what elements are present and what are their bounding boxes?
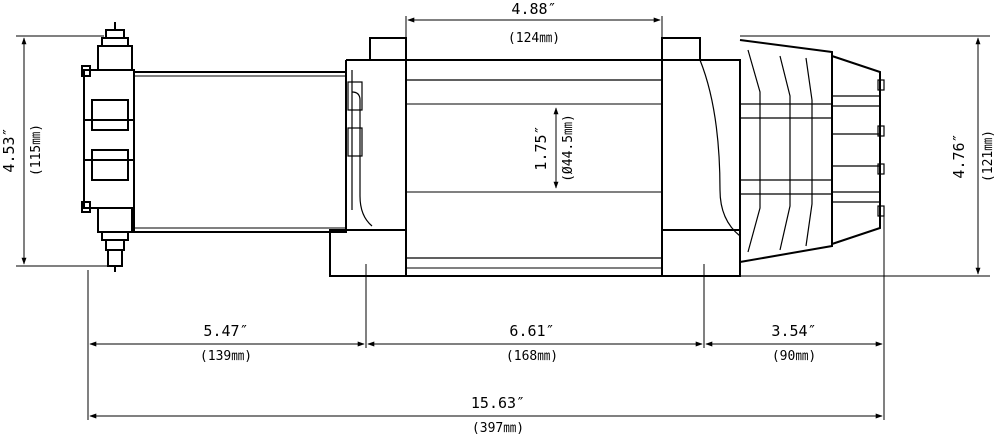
drum-length-metric: (124㎜) <box>508 31 560 46</box>
dimension-lines <box>16 16 990 420</box>
right-end-bracket <box>661 37 741 277</box>
foot-spacing-metric: (168㎜) <box>506 349 558 364</box>
overall-length-metric: (397㎜) <box>472 421 524 436</box>
drum-length-inch: 4.88″ <box>511 0 556 18</box>
left-bolt-assembly <box>81 22 135 272</box>
motor-housing <box>133 71 347 233</box>
motor-to-foot-metric: (139㎜) <box>200 349 252 364</box>
motor-to-foot-inch: 5.47″ <box>203 322 248 340</box>
drum-diameter-metric: (Ø44.5㎜) <box>561 114 576 182</box>
left-height-inch: 4.53″ <box>0 127 18 172</box>
winch-outline <box>81 22 885 277</box>
left-height-metric: (115㎜) <box>29 124 44 176</box>
foot-spacing-inch: 6.61″ <box>509 322 554 340</box>
right-height-metric: (121㎜) <box>981 130 996 182</box>
gearbox-cap <box>739 39 885 263</box>
left-end-bracket <box>329 37 407 277</box>
drum-diameter-inch: 1.75″ <box>532 125 550 170</box>
foot-to-end-metric: (90㎜) <box>772 349 816 364</box>
right-height-inch: 4.76″ <box>950 133 968 178</box>
overall-length-inch: 15.63″ <box>471 394 525 412</box>
foot-to-end-inch: 3.54″ <box>771 322 816 340</box>
